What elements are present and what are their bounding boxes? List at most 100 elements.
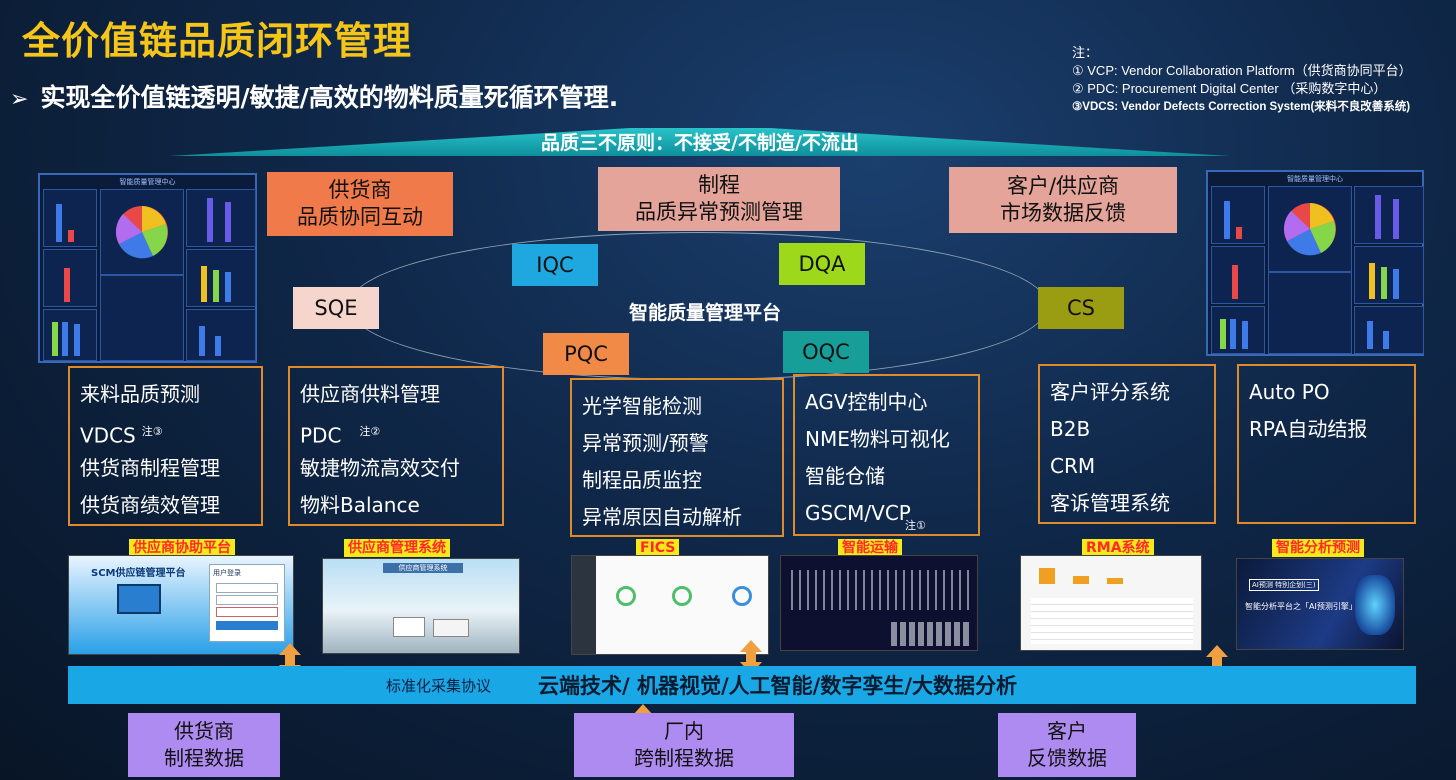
box-item: 客户评分系统	[1050, 380, 1170, 404]
dashboard-title: 智能质量管理中心	[1287, 175, 1343, 183]
note-marker: 注②	[359, 425, 381, 438]
role-pqc: PQC	[543, 333, 629, 375]
screenshot-scm: SCM供应链管理平台 用户登录	[68, 555, 294, 655]
scm-input	[216, 583, 278, 593]
dashboard-bar	[62, 322, 68, 356]
dashboard-panel	[1211, 246, 1265, 304]
box-item: 制程品质监控	[582, 468, 702, 492]
rma-bar	[1039, 568, 1055, 584]
box-item: 供货商制程管理	[80, 456, 220, 480]
screenshot-smart-transport	[780, 555, 978, 651]
dashboard-bar	[64, 268, 70, 302]
note-3: ③VDCS: Vendor Defects Correction System(…	[1072, 101, 1411, 113]
screenshot-fics	[571, 555, 769, 655]
source-line1: 厂内	[664, 719, 704, 743]
dashboard-bar	[56, 204, 62, 242]
box-item: 供应商供料管理	[300, 382, 440, 406]
ai-headline: 智能分析平台之「AI预测引擎」	[1245, 602, 1357, 611]
ai-tag-text2: 特别企划(三)	[1275, 581, 1316, 589]
dashboard-bar	[52, 322, 58, 356]
system-label-smart-transport: 智能运输	[838, 539, 902, 557]
header-supplier-collab: 供货商 品质协同互动	[267, 172, 453, 236]
box-item-text: PDC	[300, 423, 342, 448]
ai-tag-text: AI预测	[1252, 581, 1273, 589]
tech-label: 云端技术/ 机器视觉/人工智能/数字孪生/大数据分析	[538, 674, 1017, 698]
source-line2: 跨制程数据	[634, 746, 734, 770]
dashboard-bar	[1383, 331, 1389, 349]
role-oqc: OQC	[783, 331, 869, 373]
box-item-pdc: PDC 注②	[300, 413, 492, 450]
rma-bar	[1107, 578, 1123, 584]
truck-icon	[433, 619, 469, 637]
header-market-feedback: 客户/供应商 市场数据反馈	[949, 167, 1177, 233]
quality-dashboard-right: 智能质量管理中心	[1206, 170, 1424, 356]
dashboard-panel	[1354, 186, 1424, 244]
scm-captcha	[216, 607, 278, 617]
sup-title: 供应商管理系统	[383, 563, 463, 573]
screenshot-rma	[1020, 555, 1202, 651]
header-line1: 制程	[698, 173, 740, 197]
dashboard-panel	[186, 189, 256, 247]
dashboard-bar	[1375, 195, 1381, 239]
box-item: CRM	[1050, 454, 1096, 478]
dashboard-bar	[74, 324, 80, 356]
page-title: 全价值链品质闭环管理	[22, 19, 413, 63]
dashboard-bar	[1224, 201, 1230, 239]
box-item: 光学智能检测	[582, 394, 702, 418]
dashboard-pie-panel	[100, 189, 184, 275]
box-item: NME物料可视化	[805, 427, 950, 451]
protocol-label: 标准化采集协议	[386, 677, 492, 695]
updown-arrow-icon	[740, 640, 762, 674]
dashboard-table-panel	[100, 275, 184, 361]
gauge-icon	[616, 586, 636, 606]
principle-text: 品质三不原则：不接受/不制造/不流出	[541, 132, 859, 154]
scm-title: SCM供应链管理平台	[91, 568, 186, 579]
box-item-text: GSCM/VCP	[805, 501, 911, 525]
platform-title: 智能质量管理平台	[628, 302, 781, 324]
scm-input	[216, 595, 278, 605]
dashboard-panel	[186, 249, 256, 307]
box-item: B2B	[1050, 417, 1091, 441]
box-item: 异常预测/预警	[582, 431, 709, 455]
role-cs: CS	[1038, 287, 1124, 329]
source-line2: 制程数据	[164, 746, 244, 770]
note-2: ② PDC: Procurement Digital Center （采购数字中…	[1072, 81, 1387, 96]
source-customer-data: 客户 反馈数据	[998, 713, 1136, 777]
ai-tag: AI预测 特别企划(三)	[1249, 579, 1319, 591]
box-item-text: VDCS	[80, 423, 136, 448]
arrow-right-icon: ➢	[10, 87, 29, 112]
dashboard-bar	[1393, 199, 1399, 239]
box-item: 供货商绩效管理	[80, 493, 220, 517]
box-item: AGV控制中心	[805, 390, 928, 414]
tech-bar: 标准化采集协议 云端技术/ 机器视觉/人工智能/数字孪生/大数据分析	[68, 666, 1416, 704]
box-customer: 客户评分系统 B2B CRM 客诉管理系统	[1038, 364, 1216, 524]
dashboard-pie	[1283, 203, 1336, 256]
system-label-rma: RMA系统	[1082, 539, 1154, 557]
dashboard-panel	[1354, 306, 1424, 354]
dashboard-bar	[1230, 319, 1236, 349]
dashboard-bar	[1232, 265, 1238, 299]
system-label-supplier-mgmt: 供应商管理系统	[344, 539, 450, 557]
dashboard-panel	[1354, 246, 1424, 304]
dashboard-bar	[1242, 321, 1248, 349]
dashboard-bar	[199, 326, 205, 356]
dashboard-panel	[1211, 186, 1265, 244]
dashboard-title: 智能质量管理中心	[119, 178, 176, 186]
scm-login-panel: 用户登录	[209, 564, 285, 642]
dashboard-bar	[1236, 227, 1242, 239]
header-line1: 客户/供应商	[1006, 174, 1120, 198]
dashboard-panel	[43, 189, 97, 247]
box-item: 来料品质预测	[80, 382, 200, 406]
notes: 注： ① VCP: Vendor Collaboration Platform（…	[1072, 44, 1412, 116]
dashboard-panel	[43, 249, 97, 307]
system-label-supplier-platform: 供应商协助平台	[129, 539, 235, 557]
source-internal-data: 厂内 跨制程数据	[574, 713, 794, 777]
rma-bar	[1073, 576, 1089, 584]
dashboard-pie	[115, 206, 168, 259]
dashboard-bar	[68, 230, 74, 242]
role-sqe: SQE	[293, 287, 379, 329]
